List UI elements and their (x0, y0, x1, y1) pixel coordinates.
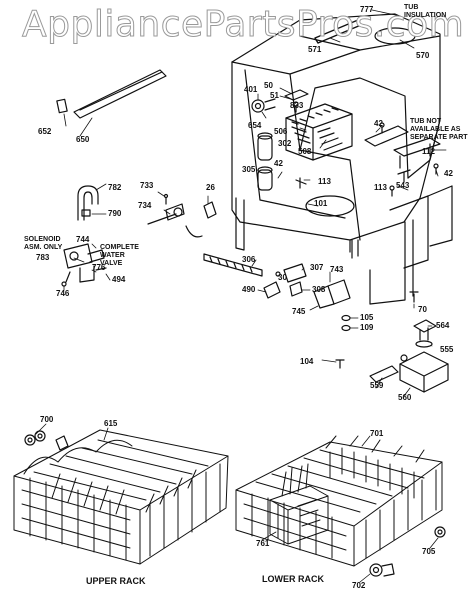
hose-782 (77, 185, 99, 221)
lower-rack-drawing (235, 435, 443, 567)
note-line: WATER (100, 252, 125, 259)
parts-733-734-26 (147, 193, 217, 238)
water-valve (61, 243, 107, 287)
part-label: 652 (38, 127, 52, 136)
caption-upper-rack: UPPER RACK (86, 576, 146, 586)
part-label: 833 (290, 101, 304, 110)
fill-funnel-and-thermostat (257, 132, 273, 191)
screw-70 (409, 291, 419, 303)
part-label: 733 (140, 181, 154, 190)
part-label: 615 (104, 419, 118, 428)
part-113-bracket (295, 177, 307, 189)
part-label: 783 (36, 253, 50, 262)
part-label: 302 (278, 139, 292, 148)
part-label: 571 (308, 45, 322, 54)
part-label: 305 (242, 165, 256, 174)
part-label: 746 (56, 289, 70, 298)
part-label: 555 (440, 345, 454, 354)
part-label: 113 (318, 177, 331, 186)
note-solenoid: SOLENOID ASM. ONLY (24, 236, 62, 252)
part-label: 743 (330, 265, 344, 274)
part-label: 777 (360, 5, 374, 14)
door-strip-650 (56, 69, 167, 119)
part-label: 761 (256, 539, 270, 548)
note-line: ASM. ONLY (24, 244, 63, 251)
note-line: SEPARATE PART (410, 134, 468, 141)
part-label: 30 (278, 273, 287, 282)
rack-roller-705 (434, 526, 446, 538)
part-label: 744 (76, 235, 90, 244)
part-label: 700 (40, 415, 54, 424)
note-line: AVAILABLE AS (410, 126, 461, 133)
part-label: 308 (312, 285, 326, 294)
part-label: 101 (314, 199, 328, 208)
rack-roller-700 (24, 430, 69, 451)
part-label: 560 (398, 393, 412, 402)
part-label: 701 (370, 429, 384, 438)
part-label: 104 (300, 357, 314, 366)
part-label: 42 (374, 119, 383, 128)
note-line: VALVE (100, 260, 123, 267)
part-label: 50 (264, 81, 273, 90)
caption-lower-rack: LOWER RACK (262, 574, 324, 584)
part-label: 51 (270, 91, 279, 100)
rack-roller-702 (369, 563, 395, 577)
upper-rack-drawing (13, 429, 229, 565)
heater-306 (203, 253, 263, 277)
part-label: 543 (396, 181, 410, 190)
part-label: 42 (444, 169, 453, 178)
note-line: SOLENOID (24, 236, 61, 243)
part-401-654 (251, 98, 276, 113)
note-line: COMPLETE (100, 244, 139, 251)
tub-insulation-band (314, 19, 362, 44)
part-label: 734 (138, 201, 152, 210)
part-label: 401 (244, 85, 258, 94)
part-label: 776 (92, 263, 106, 272)
washers-105-109 (341, 314, 351, 332)
right-side-parts (364, 122, 441, 197)
part-label: 790 (108, 209, 122, 218)
watermark: AppliancePartsPros.com (21, 4, 465, 46)
part-label: 490 (242, 285, 256, 294)
leader-lines (35, 9, 447, 583)
part-label: 654 (248, 121, 262, 130)
part-label: 26 (206, 183, 215, 192)
part-label: 494 (112, 275, 126, 284)
part-label: 506 (274, 127, 288, 136)
part-label: 109 (360, 323, 374, 332)
part-label: 113 (374, 183, 387, 192)
part-label: 745 (292, 307, 306, 316)
note-line: TUB NOT (410, 118, 442, 125)
note-water-valve: COMPLETE WATER VALVE (100, 244, 139, 268)
parts-743-745 (313, 279, 351, 309)
screw-104 (335, 359, 345, 369)
part-label: 105 (360, 313, 374, 322)
part-label: 702 (352, 581, 366, 590)
part-label: 782 (108, 183, 122, 192)
part-label: 564 (436, 321, 450, 330)
part-label: 705 (422, 547, 436, 556)
part-label: 70 (418, 305, 427, 314)
part-label: 42 (274, 159, 283, 168)
note-tub-insulation: TUB INSULATION (404, 4, 446, 20)
tub-drawing (231, 13, 453, 305)
part-label: 508 (298, 147, 312, 156)
part-label: 307 (310, 263, 324, 272)
part-label: 650 (76, 135, 90, 144)
note-line: INSULATION (404, 12, 447, 19)
note-tub-not-available: TUB NOT AVAILABLE AS SEPARATE PART (410, 118, 468, 142)
part-label: 570 (416, 51, 430, 60)
note-line: TUB (404, 4, 419, 11)
parts-30-307-490-308 (263, 263, 307, 299)
part-label: 306 (242, 255, 256, 264)
control-module (285, 103, 353, 161)
part-label: 112 (422, 147, 435, 156)
parts-564-555-559-560 (369, 319, 449, 393)
part-label: 559 (370, 381, 384, 390)
